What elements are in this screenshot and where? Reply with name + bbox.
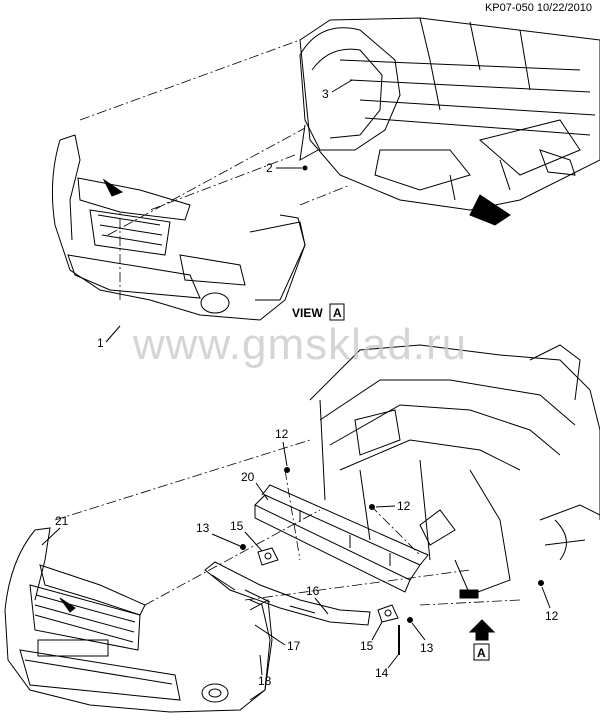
view-direction-arrow: A xyxy=(468,619,496,661)
wheelhouse-liner xyxy=(299,27,401,161)
view-label-text: VIEW xyxy=(292,306,323,320)
callout-label-18: 18 xyxy=(258,674,272,688)
callout-label-12-right: 12 xyxy=(545,609,559,623)
underbody-structure xyxy=(299,17,600,226)
callout-label-1: 1 xyxy=(97,336,104,350)
arrow-letter: A xyxy=(477,646,486,660)
front-bumper-fascia-upper xyxy=(51,134,306,321)
callouts-bottom: 12 12 12 20 13 15 16 17 18 21 15 13 14 xyxy=(41,427,559,688)
callout-label-2: 2 xyxy=(266,161,273,175)
alignment-lines-bottom xyxy=(54,439,521,606)
watermark: www.gmsklad.ru xyxy=(132,320,468,369)
view-letter: A xyxy=(333,306,342,320)
callout-label-15-left: 15 xyxy=(230,519,244,533)
alignment-lines-top xyxy=(79,39,351,300)
diagram-code-date: KP07-050 10/22/2010 xyxy=(484,2,592,14)
lower-reinforcement xyxy=(204,561,371,626)
impact-bar xyxy=(254,484,429,593)
callout-label-3: 3 xyxy=(322,87,329,101)
callout-label-17: 17 xyxy=(287,639,301,653)
view-a-label: VIEW A xyxy=(292,303,345,321)
fasteners xyxy=(240,467,544,655)
callout-label-12-mid: 12 xyxy=(397,499,411,513)
callout-label-12-upper: 12 xyxy=(275,427,289,441)
callout-label-21: 21 xyxy=(55,514,69,528)
front-bumper-fascia-lower xyxy=(4,527,273,713)
brackets xyxy=(257,547,399,623)
callout-label-15-right: 15 xyxy=(360,639,374,653)
callout-label-20: 20 xyxy=(241,470,255,484)
callout-2: 2 xyxy=(266,161,308,175)
callout-1: 1 xyxy=(97,325,121,350)
callout-label-16: 16 xyxy=(306,584,320,598)
callout-3: 3 xyxy=(322,79,353,101)
callout-label-14: 14 xyxy=(375,666,389,680)
callout-label-13-right: 13 xyxy=(420,641,434,655)
front-end-body-structure xyxy=(309,344,600,599)
callout-label-13-left: 13 xyxy=(196,521,210,535)
